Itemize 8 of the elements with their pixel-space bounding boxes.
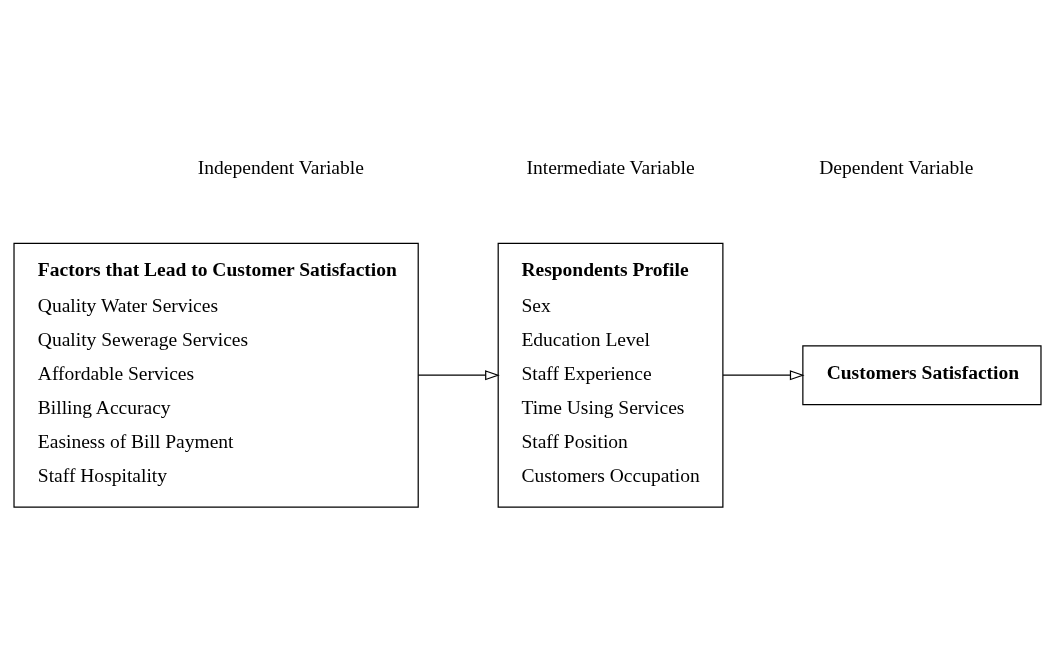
arrow [417,370,500,381]
node-box: Factors that Lead to Customer Satisfaction Quality Water Services Quality Sewerage Services Affordable Services Billing Accuracy Easiness of Bill Payment Staff Hospitality [13,242,419,508]
node-box: Customers Satisfaction [802,345,1042,406]
label: Dependent Variable [819,156,974,178]
node-box: Respondents Profile Sex Education Level Staff Experience Time Using Services Staff Position Customers Occupation [497,242,724,508]
arrow [722,370,805,381]
label: Intermediate Variable [526,156,695,178]
label: Independent Variable [197,156,364,178]
